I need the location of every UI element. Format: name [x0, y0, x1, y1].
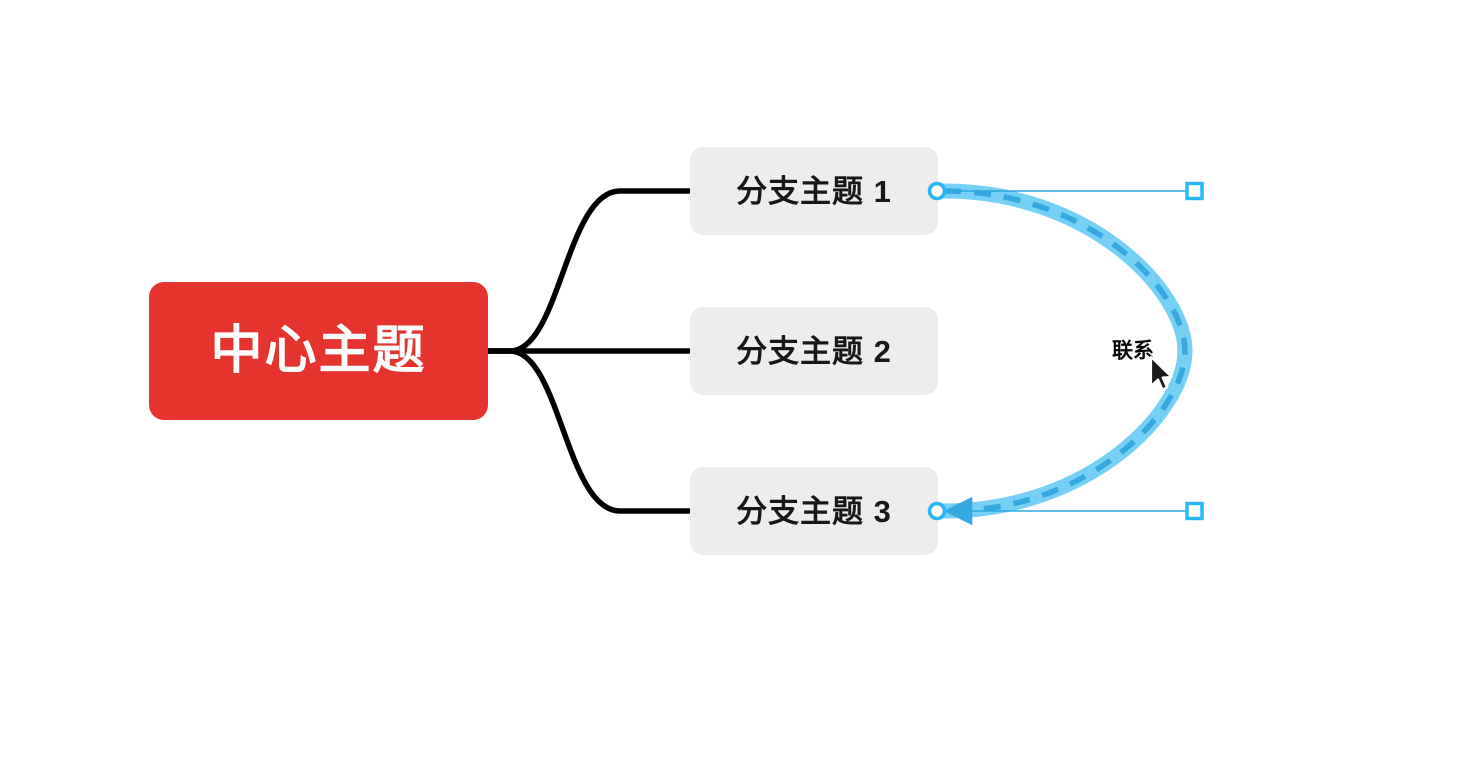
center-topic-node[interactable]: 中心主题	[149, 282, 488, 420]
branch-edge-3	[485, 348, 693, 514]
branch-topic-node-1[interactable]: 分支主题 1	[690, 147, 938, 235]
relationship-label[interactable]: 联系	[1112, 339, 1154, 363]
branch-topic-label-3: 分支主题 3	[736, 493, 892, 529]
branch-topic-node-2[interactable]: 分支主题 2	[690, 307, 938, 395]
relationship-control-handle-top[interactable]	[1185, 181, 1204, 201]
branch-topic-label-1: 分支主题 1	[736, 173, 892, 209]
branch-topic-label-2: 分支主题 2	[736, 333, 892, 369]
center-topic-label: 中心主题	[210, 322, 427, 380]
branch-edge-1	[485, 188, 693, 354]
relationship-control-handle-bottom[interactable]	[1185, 501, 1204, 521]
branch-topic-node-3[interactable]: 分支主题 3	[690, 467, 938, 555]
